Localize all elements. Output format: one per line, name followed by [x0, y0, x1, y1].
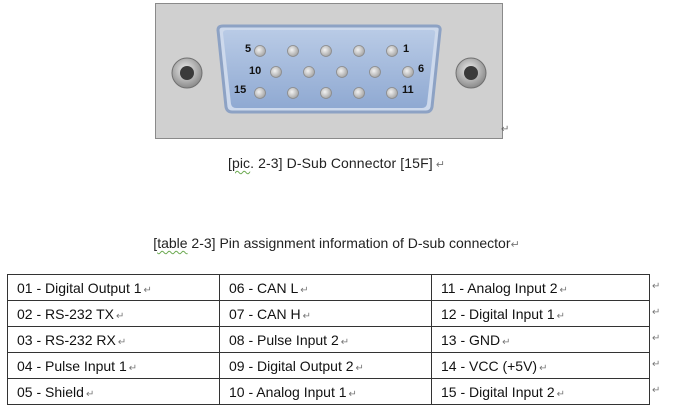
pin-assignment-table: 01 - Digital Output 1↵06 - CAN L↵11 - An…	[7, 274, 650, 405]
pin-hole	[353, 45, 365, 57]
pin-hole	[254, 45, 266, 57]
table-row: 03 - RS-232 RX↵08 - Pulse Input 2↵13 - G…	[7, 326, 650, 353]
pin-hole	[270, 66, 282, 78]
pin-assignment-text: 13 - GND	[441, 331, 501, 348]
row-end-mark: ↵	[652, 307, 661, 318]
pin-label-11: 11	[402, 84, 414, 96]
pin-assignment-text: 09 - Digital Output 2	[229, 357, 354, 374]
paragraph-mark: ↵	[435, 159, 446, 171]
pin-hole	[320, 87, 332, 99]
table-cell: 04 - Pulse Input 1↵	[7, 352, 220, 379]
table-cell: 15 - Digital Input 2↵	[431, 378, 650, 405]
pin-assignment-text: 12 - Digital Input 1	[441, 305, 555, 322]
pin-row-3	[254, 87, 398, 99]
pin-assignment-text: 06 - CAN L	[229, 279, 299, 296]
table-cell: 02 - RS-232 TX↵	[7, 300, 220, 327]
cell-end-mark: ↵	[302, 310, 311, 322]
cell-end-mark: ↵	[539, 362, 548, 374]
table-cell: 05 - Shield↵	[7, 378, 220, 405]
caption-table-word: table	[157, 235, 188, 251]
dsub-connector-drawing: 5 1 10 6 15 11	[171, 24, 487, 114]
row-end-mark: ↵	[652, 281, 661, 292]
table-cell: 14 - VCC (+5V)↵	[431, 352, 650, 379]
row-end-mark: ↵	[652, 385, 661, 396]
table-cell: 06 - CAN L↵	[219, 274, 432, 301]
pin-hole	[353, 87, 365, 99]
table-cell: 12 - Digital Input 1↵	[431, 300, 650, 327]
pin-assignment-text: 05 - Shield	[17, 383, 84, 400]
pin-hole	[369, 66, 381, 78]
table-row: 01 - Digital Output 1↵06 - CAN L↵11 - An…	[7, 274, 650, 301]
cell-end-mark: ↵	[117, 336, 127, 348]
cell-end-mark: ↵	[502, 336, 511, 348]
cell-end-mark: ↵	[559, 284, 568, 296]
pin-assignment-text: 08 - Pulse Input 2	[229, 331, 339, 348]
pin-label-15: 15	[234, 84, 246, 96]
cell-end-mark: ↵	[116, 310, 125, 322]
pin-assignment-text: 04 - Pulse Input 1	[17, 357, 127, 374]
cell-end-mark: ↵	[85, 388, 95, 400]
table-row: 02 - RS-232 TX↵07 - CAN H↵12 - Digital I…	[7, 300, 650, 327]
caption-pic-word: pic	[231, 155, 251, 171]
figure-caption: [pic. 2-3] D-Sub Connector [15F]↵	[227, 155, 446, 171]
cell-end-mark: ↵	[143, 284, 152, 296]
pin-assignment-text: 11 - Analog Input 2	[441, 279, 558, 296]
pin-hole	[287, 45, 299, 57]
table-cell: 01 - Digital Output 1↵	[7, 274, 220, 301]
pin-assignment-text: 02 - RS-232 TX	[17, 305, 115, 322]
table-cell: 11 - Analog Input 2↵	[431, 274, 650, 301]
table-cell: 08 - Pulse Input 2↵	[219, 326, 432, 353]
right-screw-icon	[455, 57, 487, 89]
table-row: 05 - Shield↵10 - Analog Input 1↵15 - Dig…	[7, 378, 650, 405]
pin-label-10: 10	[249, 65, 261, 77]
pin-assignment-text: 03 - RS-232 RX	[17, 331, 116, 348]
table-row: 04 - Pulse Input 1↵09 - Digital Output 2…	[7, 352, 650, 379]
table-cell: 03 - RS-232 RX↵	[7, 326, 220, 353]
paragraph-mark: ↵	[510, 239, 520, 251]
cell-end-mark: ↵	[355, 362, 364, 374]
paragraph-mark: ↵	[501, 124, 510, 135]
left-screw-icon	[171, 57, 203, 89]
pin-label-6: 6	[418, 63, 424, 75]
dsub-connector-figure: 5 1 10 6 15 11	[155, 3, 503, 139]
row-end-marks: ↵ ↵ ↵ ↵ ↵	[652, 274, 666, 404]
cell-end-mark: ↵	[340, 336, 350, 348]
pin-assignment-text: 01 - Digital Output 1	[17, 279, 142, 296]
table-cell: 07 - CAN H↵	[219, 300, 432, 327]
cell-end-mark: ↵	[556, 310, 566, 322]
cell-end-mark: ↵	[128, 362, 138, 374]
pin-hole	[336, 66, 348, 78]
pin-assignment-text: 07 - CAN H	[229, 305, 301, 322]
cell-end-mark: ↵	[556, 388, 566, 400]
pin-assignment-text: 10 - Analog Input 1	[229, 383, 347, 400]
row-end-mark: ↵	[652, 333, 661, 344]
pin-row-2	[270, 66, 414, 78]
pin-hole	[386, 45, 398, 57]
pin-row-1	[254, 45, 398, 57]
pin-hole	[386, 87, 398, 99]
pin-hole	[303, 66, 315, 78]
pin-label-5: 5	[245, 43, 251, 55]
table-cell: 10 - Analog Input 1↵	[219, 378, 432, 405]
cell-end-mark: ↵	[300, 284, 309, 296]
pin-hole	[320, 45, 332, 57]
table-cell: 09 - Digital Output 2↵	[219, 352, 432, 379]
pin-assignment-text: 14 - VCC (+5V)	[441, 357, 538, 374]
table-caption: [table 2-3] Pin assignment information o…	[153, 235, 520, 251]
table-cell: 13 - GND↵	[431, 326, 650, 353]
row-end-mark: ↵	[652, 359, 661, 370]
pin-hole	[254, 87, 266, 99]
pin-hole	[287, 87, 299, 99]
pin-hole	[402, 66, 414, 78]
cell-end-mark: ↵	[348, 388, 357, 400]
pin-label-1: 1	[403, 43, 409, 55]
pin-assignment-text: 15 - Digital Input 2	[441, 383, 555, 400]
